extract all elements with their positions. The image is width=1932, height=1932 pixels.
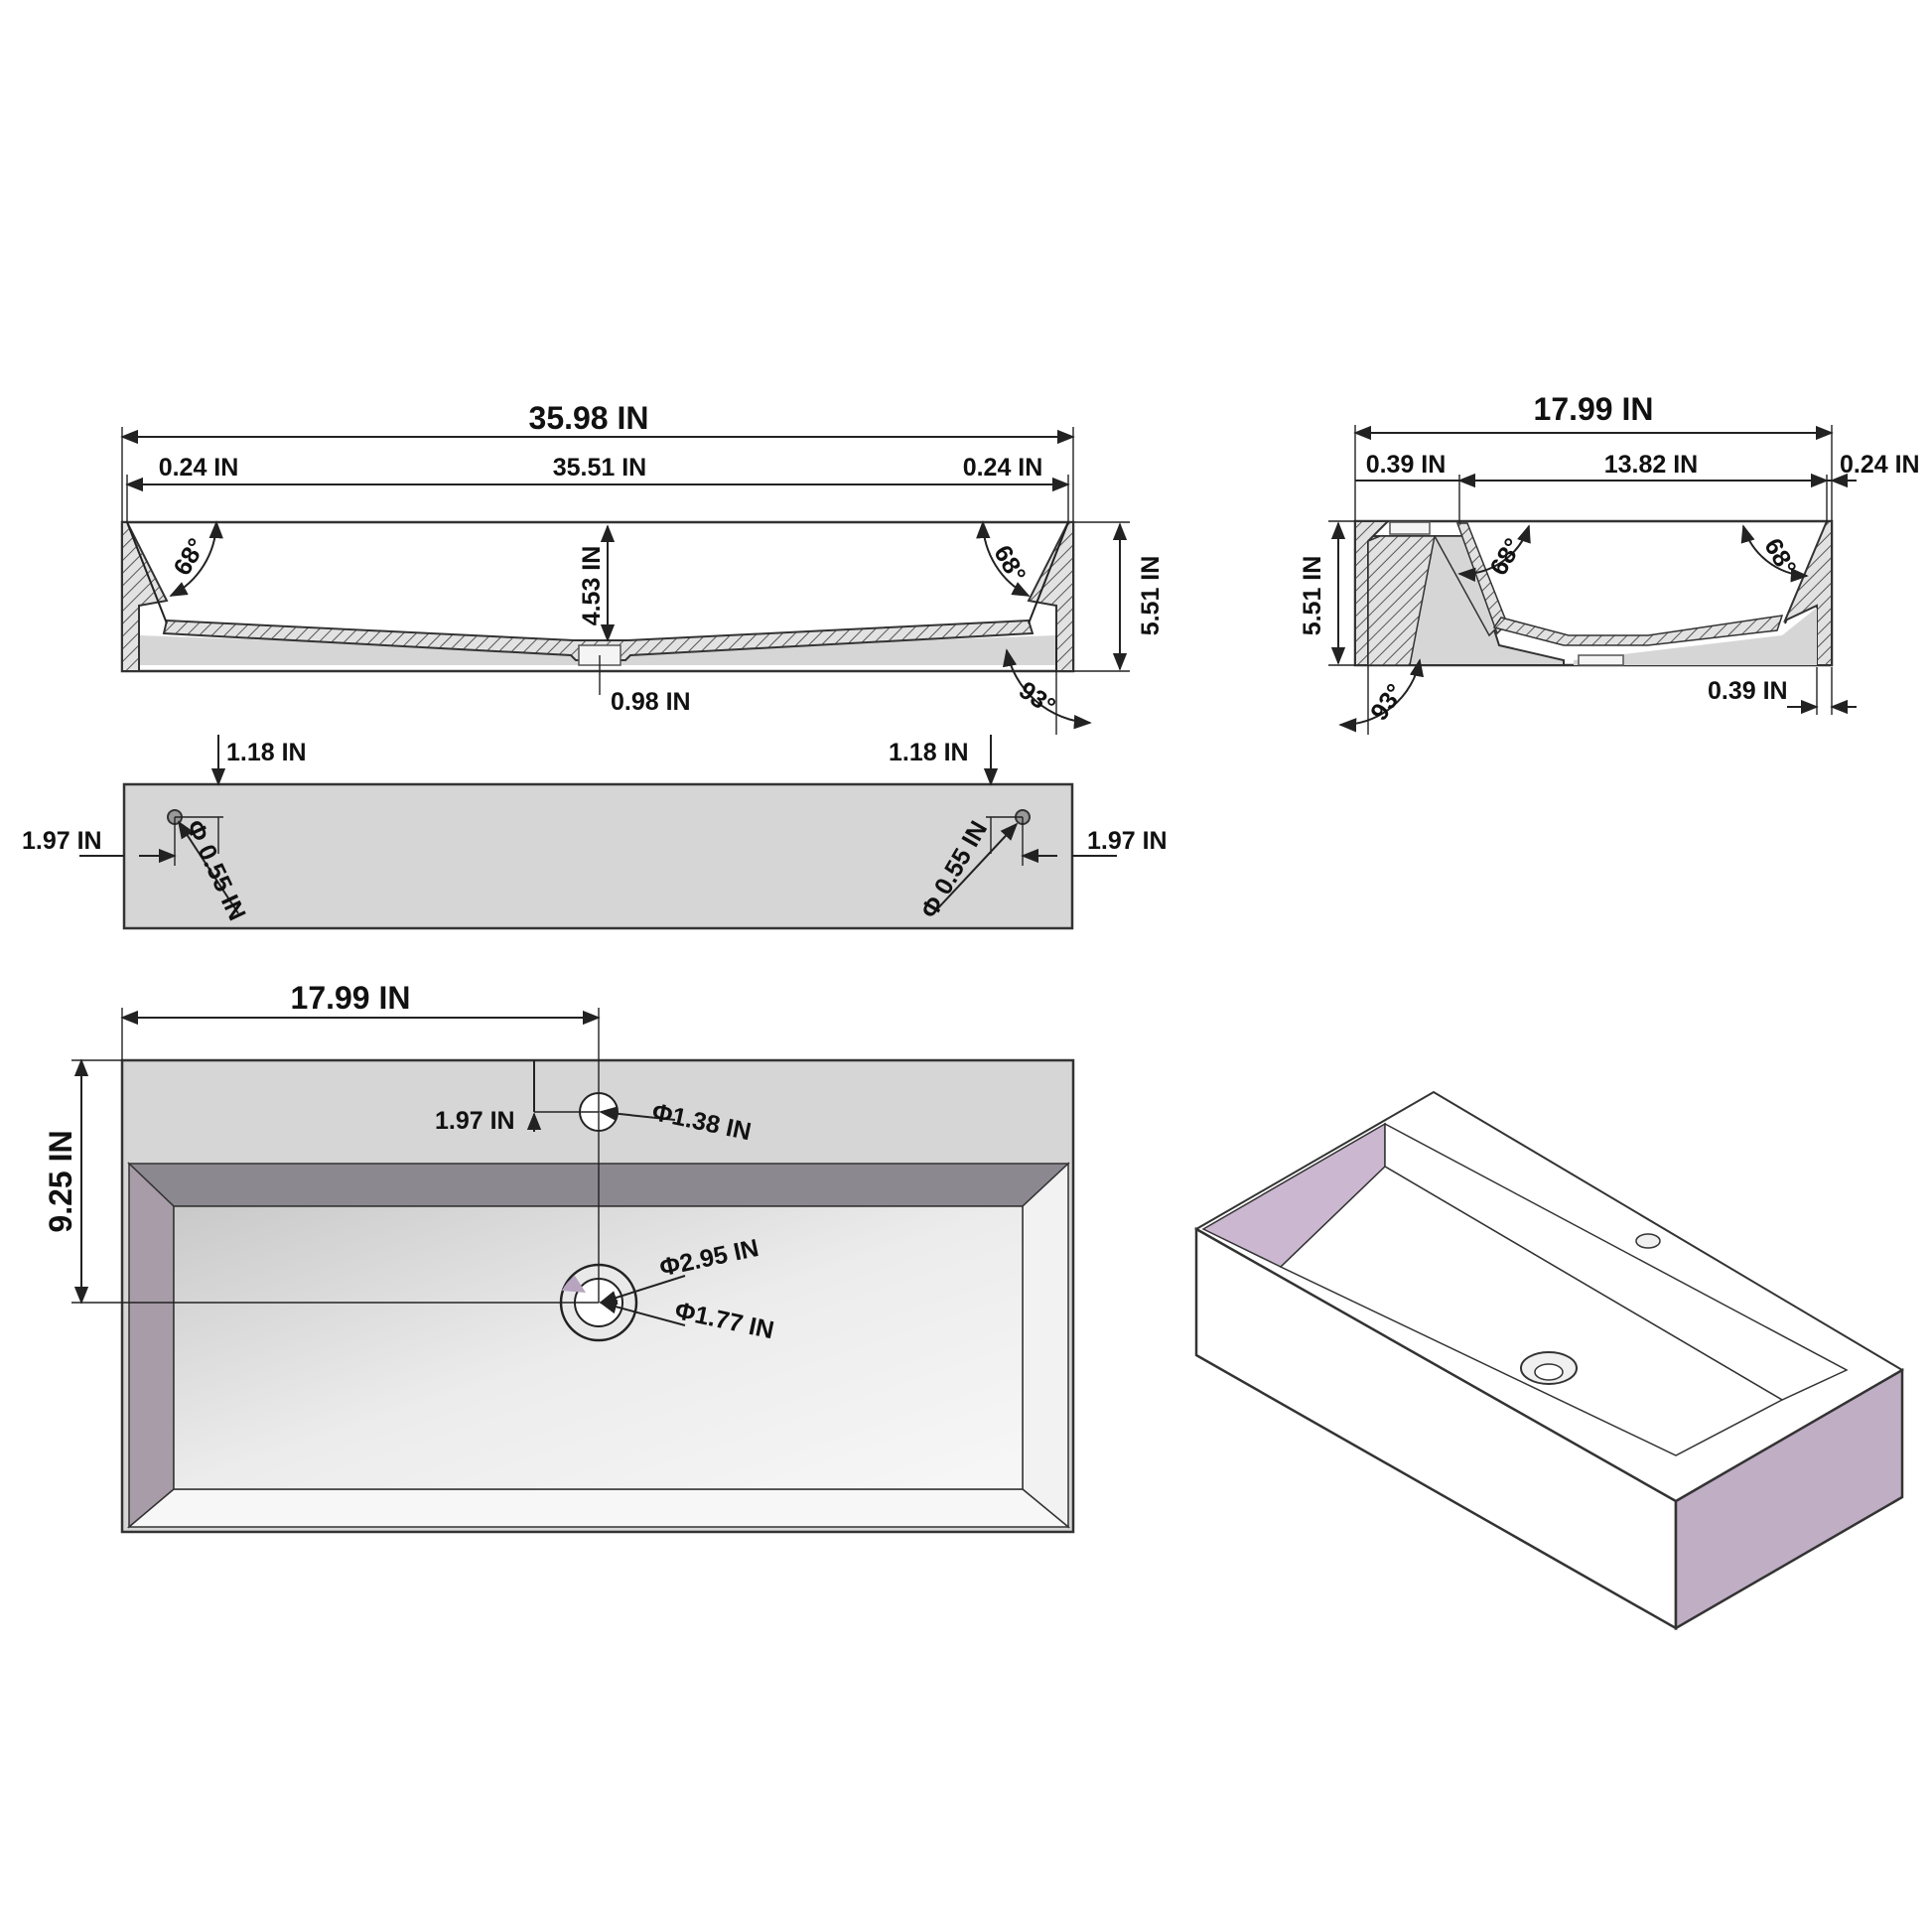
front-inner-width-label: 35.51 IN — [553, 454, 647, 482]
side-back-wall-label: 0.39 IN — [1366, 451, 1447, 479]
front-overall-width-label: 35.98 IN — [529, 400, 649, 436]
bottom-left-offset-x-label: 1.97 IN — [22, 827, 102, 855]
front-angle-left-arc — [169, 520, 223, 597]
side-drain — [1578, 654, 1624, 666]
top-depth-label: 9.25 IN — [43, 1130, 78, 1232]
front-basin-depth-label: 4.53 IN — [578, 546, 606, 626]
side-base-offset-label: 0.39 IN — [1708, 677, 1788, 705]
front-right-wall-label: 0.24 IN — [963, 454, 1043, 482]
front-angle-bottom-arc — [1002, 648, 1092, 730]
front-section-base — [139, 635, 1056, 665]
side-total-height-label: 5.51 IN — [1299, 556, 1326, 636]
front-left-slope — [126, 521, 168, 624]
top-faucet-offset-label: 1.97 IN — [435, 1107, 515, 1135]
side-angle-right-arc — [1740, 524, 1809, 583]
iso-faucet-hole — [1635, 1233, 1661, 1249]
side-section-view: 17.99 IN 0.39 IN 13.82 IN 0.24 IN 5.51 I… — [1299, 391, 1920, 735]
top-basin-right-slope — [1022, 1162, 1069, 1529]
front-drain-label: 0.98 IN — [611, 688, 691, 716]
bottom-right-offset-x-label: 1.97 IN — [1087, 827, 1168, 855]
side-angle-left-arc — [1457, 524, 1531, 582]
side-basin-floor — [1492, 615, 1784, 646]
side-front-wall-label: 0.24 IN — [1840, 451, 1920, 479]
front-right-slope — [1028, 521, 1069, 624]
top-basin-front-slope — [126, 1488, 1071, 1528]
bottom-left-offset-y-label: 1.18 IN — [226, 739, 307, 766]
iso-right-end-face — [1674, 1367, 1904, 1631]
bottom-right-offset-y-label: 1.18 IN — [889, 739, 969, 766]
bottom-view: 1.18 IN 1.97 IN Φ 0.55 IN 1.18 IN 1.97 I… — [22, 735, 1168, 930]
front-angle-right-arc — [976, 520, 1031, 597]
top-basin-left-slope — [128, 1162, 175, 1529]
front-section-view: 35.98 IN 0.24 IN 35.51 IN 0.24 IN 4.53 I… — [120, 400, 1165, 735]
top-center-offset-label: 17.99 IN — [291, 980, 411, 1016]
side-inner-width-label: 13.82 IN — [1604, 451, 1699, 479]
front-basin-floor — [162, 619, 1035, 661]
side-angle-bottom-arc — [1338, 658, 1425, 733]
top-view: 17.99 IN 9.25 IN 1.97 IN Φ1.38 IN Φ2.95 … — [43, 980, 1075, 1534]
iso-basin-floor — [1279, 1166, 1784, 1456]
side-overall-width-label: 17.99 IN — [1534, 391, 1654, 427]
bottom-view-panel — [122, 782, 1074, 930]
isometric-view — [1193, 1090, 1904, 1631]
front-total-height-label: 5.51 IN — [1137, 556, 1165, 636]
front-left-wall-label: 0.24 IN — [159, 454, 239, 482]
side-faucet-hole — [1389, 521, 1431, 535]
